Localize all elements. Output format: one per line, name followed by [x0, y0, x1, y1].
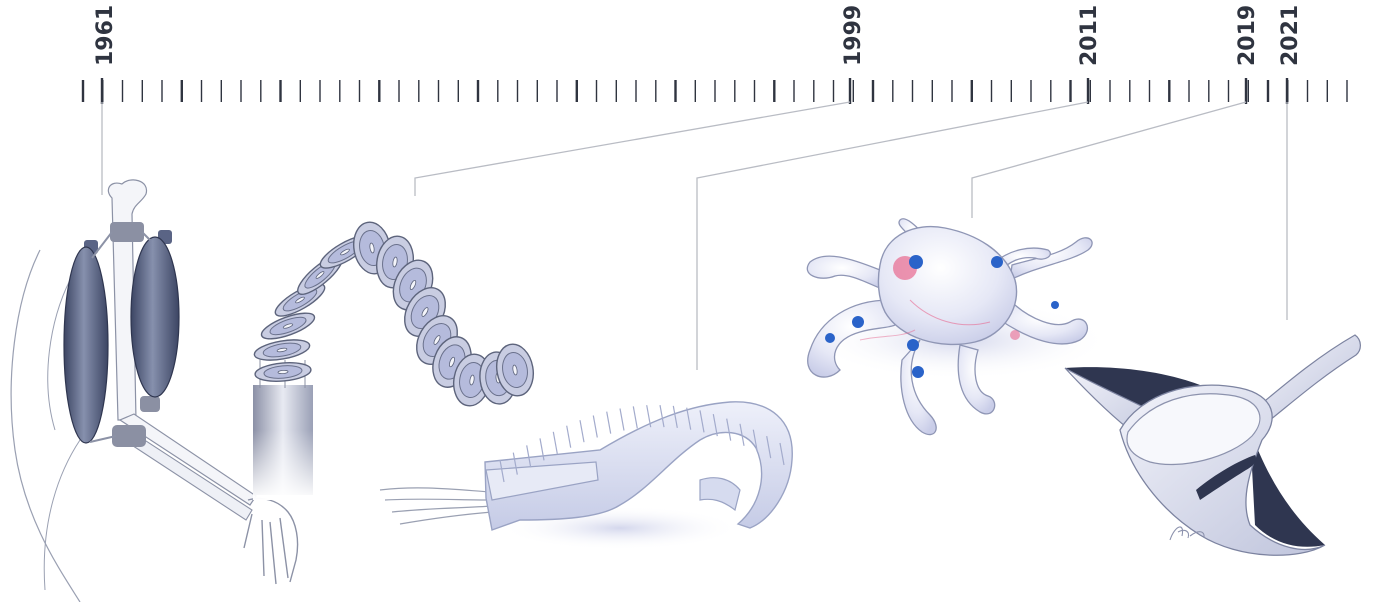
- soft-robot-ridge: [580, 420, 584, 442]
- manta-ray-robot-illustration: [1065, 335, 1360, 555]
- leader-line-2019: [972, 102, 1246, 218]
- leader-line-1999: [415, 102, 850, 196]
- soft-robot-ridge: [593, 416, 597, 438]
- timeline-ruler: [83, 78, 1347, 104]
- year-label-2019: 2019: [1235, 5, 1260, 66]
- year-label-2021: 2021: [1278, 5, 1303, 66]
- year-label-2011: 2011: [1077, 5, 1102, 66]
- soft-robot-ridge: [633, 406, 637, 428]
- soft-robot-ridge: [620, 409, 624, 431]
- year-label-1961: 1961: [93, 5, 118, 66]
- segmented-continuum-robot-illustration: [253, 219, 537, 500]
- robot-disc: [253, 336, 311, 363]
- soft-crawling-robot-illustration: [380, 402, 792, 550]
- robot-disc: [254, 361, 311, 384]
- soft-robot-ridge: [607, 412, 611, 434]
- year-label-1999: 1999: [841, 5, 866, 66]
- soft-robot-ridge: [553, 432, 557, 454]
- soft-robot-ridge: [567, 426, 571, 448]
- octopus-soft-robot-illustration: [807, 219, 1110, 435]
- robot-disc-chain: [253, 219, 537, 408]
